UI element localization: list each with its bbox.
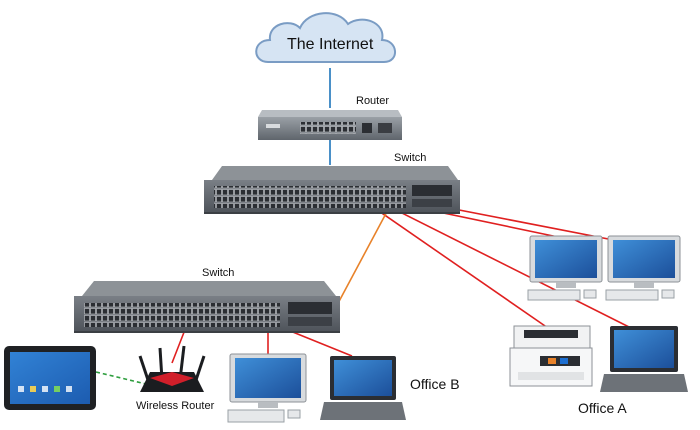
router-label: Router — [356, 95, 390, 107]
router-icon — [258, 110, 402, 140]
switch-top-label: Switch — [394, 152, 427, 164]
laptop-icon — [320, 356, 406, 420]
printer-icon — [509, 325, 593, 387]
cloud-icon — [255, 12, 396, 63]
switch-bottom-label: Switch — [202, 267, 235, 279]
tablet-icon — [4, 346, 96, 410]
office-a-label: Office A — [578, 400, 627, 416]
office-b-label: Office B — [410, 376, 460, 392]
internet-label: The Internet — [287, 36, 374, 53]
switch-to-office-a-printer-link — [359, 197, 549, 329]
switch-bottom-icon — [74, 281, 340, 333]
desktop-computer-icon — [527, 235, 603, 301]
wireless-router-label: Wireless Router — [136, 400, 215, 412]
switch-to-office-a-laptop-link — [377, 200, 636, 331]
desktop-computer-icon — [605, 235, 681, 301]
laptop-icon — [600, 326, 688, 392]
switch-top-icon — [204, 166, 460, 214]
wireless-router-icon — [138, 345, 206, 392]
wireless-link — [95, 371, 147, 385]
desktop-computer-icon — [227, 353, 307, 423]
